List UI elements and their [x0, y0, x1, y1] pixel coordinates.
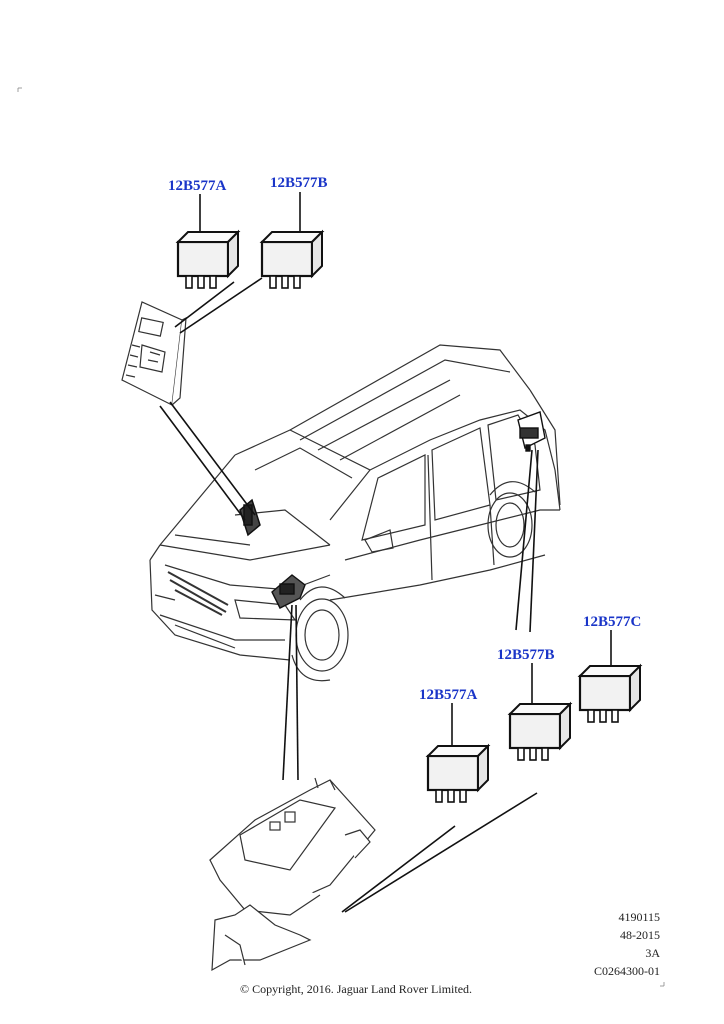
illustration-code: C0264300-01 — [594, 964, 660, 978]
callout-12b577b-bottom[interactable]: 12B577B — [497, 647, 555, 663]
callout-12b577a-top[interactable]: 12B577A — [168, 178, 227, 194]
fuse-box-icon — [209, 777, 376, 972]
revision-code: 3A — [645, 946, 660, 960]
relay-icon[interactable] — [176, 230, 240, 290]
rear-relay-bracket — [517, 411, 546, 452]
callout-12b577c[interactable]: 12B577C — [583, 614, 642, 630]
relay-icon[interactable] — [508, 702, 572, 762]
model-year-code: 48-2015 — [620, 928, 660, 942]
relay-icon[interactable] — [260, 230, 324, 290]
illustration-reference-block: 4190115 48-2015 3A C0264300-01 — [594, 908, 660, 980]
relay-carrier-panel — [121, 301, 187, 406]
reference-number: 4190115 — [618, 910, 660, 924]
callout-12b577b-top[interactable]: 12B577B — [270, 175, 328, 191]
front-fuse-box-marker — [271, 574, 306, 609]
crop-mark-bottom-right — [660, 982, 665, 987]
crop-mark-top-left — [17, 87, 22, 92]
callout-12b577a-bottom[interactable]: 12B577A — [419, 687, 478, 703]
vehicle-illustration — [149, 344, 561, 682]
relay-icon[interactable] — [426, 744, 490, 804]
leader-lines — [159, 192, 612, 913]
relay-icon[interactable] — [578, 664, 642, 724]
copyright-notice: © Copyright, 2016. Jaguar Land Rover Lim… — [239, 982, 473, 996]
